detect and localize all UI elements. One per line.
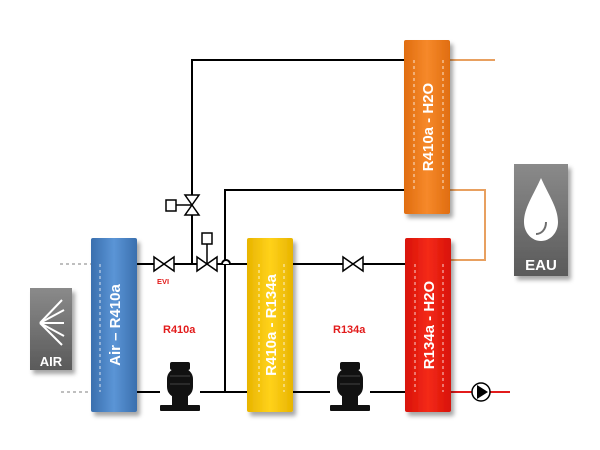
eau-badge: EAU (514, 164, 568, 276)
compressor-r410a-icon (160, 362, 200, 411)
exchanger-r410a-h2o-label: R410a - H2O (420, 82, 437, 171)
circuit-label-r410a: R410a (163, 324, 196, 336)
exchanger-r410a-r134a-label: R410a - R134a (263, 273, 280, 375)
exchanger-internal-lines (99, 60, 444, 392)
exchanger-r410a-r134a: R410a - R134a (247, 238, 293, 412)
evi-label: EVI (157, 277, 169, 286)
air-flow-icon (39, 299, 65, 346)
pipe-crossover (221, 259, 231, 265)
expansion-valve-icon (196, 232, 218, 273)
r134a-expansion-valve-icon (342, 255, 364, 273)
circuit-label-r134a: R134a (333, 324, 366, 336)
exchanger-air-r410a-label: Air – R410a (107, 283, 124, 365)
water-drop-icon (524, 178, 558, 241)
water-pump-icon (471, 382, 491, 402)
eau-badge-label: EAU (525, 257, 557, 274)
air-badge-label: AIR (40, 354, 63, 369)
compressor-r134a-icon (330, 362, 370, 411)
evi-valve-icon (153, 255, 175, 273)
water-pipes (443, 59, 495, 261)
exchanger-r410a-h2o: R410a - H2O (404, 40, 450, 214)
exchanger-r134a-h2o: R134a - H2O (405, 238, 451, 412)
exchanger-air-r410a: Air – R410a (91, 238, 137, 412)
exchanger-r134a-h2o-label: R134a - H2O (421, 280, 438, 369)
water-link-pipe (443, 189, 486, 261)
air-badge: AIR (30, 288, 72, 370)
three-way-valve-icon (165, 194, 201, 216)
